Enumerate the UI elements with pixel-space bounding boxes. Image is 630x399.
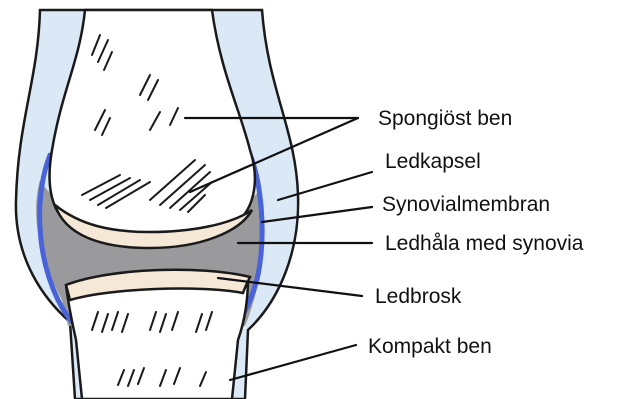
- label-synovialmembran: Synovialmembran: [382, 194, 550, 215]
- label-ledbrosk: Ledbrosk: [375, 286, 461, 307]
- leader-kompakt-ben: [230, 345, 356, 380]
- label-ledkapsel: Ledkapsel: [385, 151, 481, 172]
- label-kompakt-ben: Kompakt ben: [368, 336, 492, 357]
- label-spongiost-ben: Spongiöst ben: [378, 108, 512, 129]
- label-ledhala-med-synovia: Ledhåla med synovia: [385, 233, 583, 254]
